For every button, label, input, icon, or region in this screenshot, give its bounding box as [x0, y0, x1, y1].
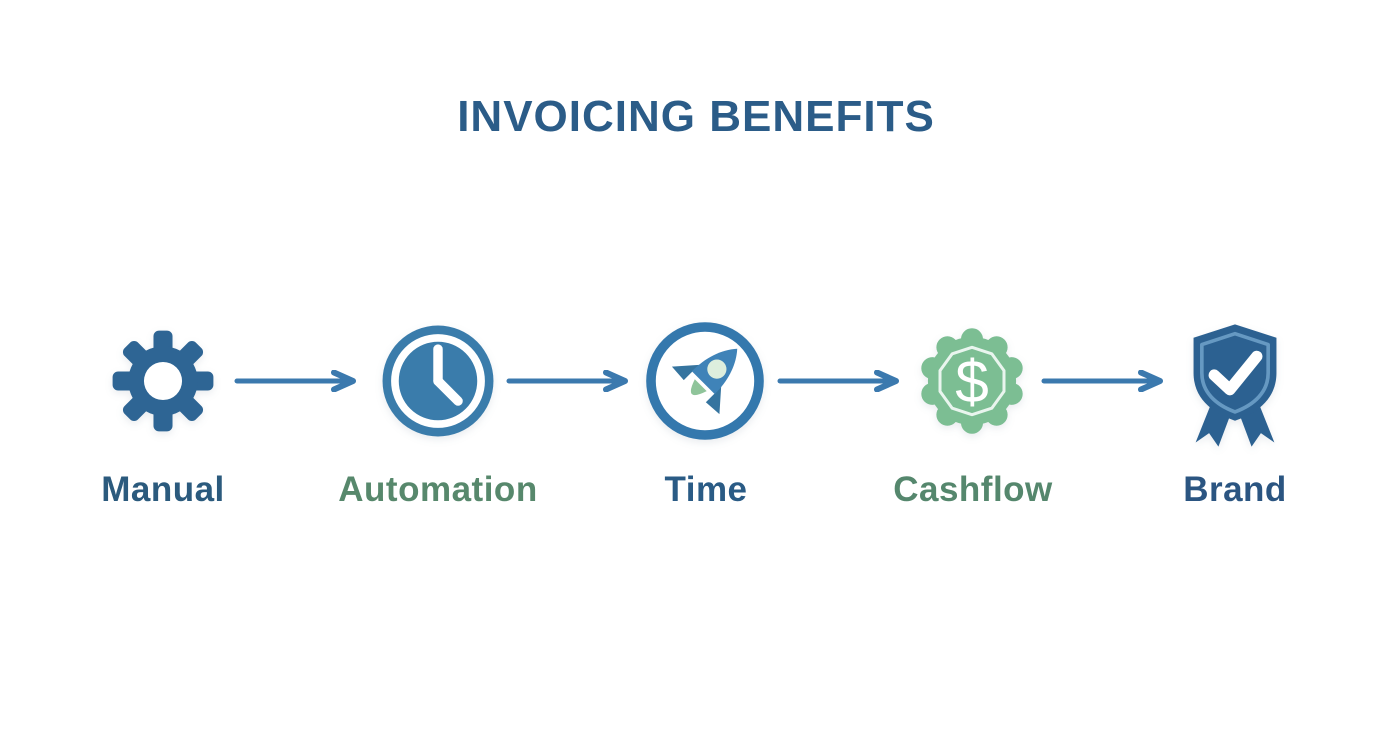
step-label-automation: Automation	[338, 470, 538, 509]
step-label-cashflow: Cashflow	[893, 470, 1053, 509]
arrow-icon	[233, 369, 363, 393]
clock-icon-svg	[382, 325, 494, 437]
shield-check-icon	[1178, 316, 1292, 456]
dollar-badge-icon: $	[914, 323, 1030, 439]
rocket-icon-svg	[646, 322, 764, 440]
arrow-icon	[505, 369, 635, 393]
clock-icon	[379, 322, 497, 440]
arrow-icon	[776, 369, 906, 393]
shield-check-icon-svg	[1193, 324, 1277, 447]
step-label-time: Time	[664, 470, 748, 509]
page-title: INVOICING BENEFITS	[457, 92, 935, 141]
step-label-manual: Manual	[101, 470, 225, 509]
gear-icon-svg	[112, 330, 214, 432]
rocket-icon	[645, 321, 765, 441]
gear-icon	[107, 325, 219, 437]
dollar-badge-icon-svg: $	[921, 328, 1023, 434]
dollar-sign-glyph: $	[955, 347, 989, 415]
arrow-icon	[1040, 369, 1170, 393]
step-label-brand: Brand	[1183, 470, 1287, 509]
